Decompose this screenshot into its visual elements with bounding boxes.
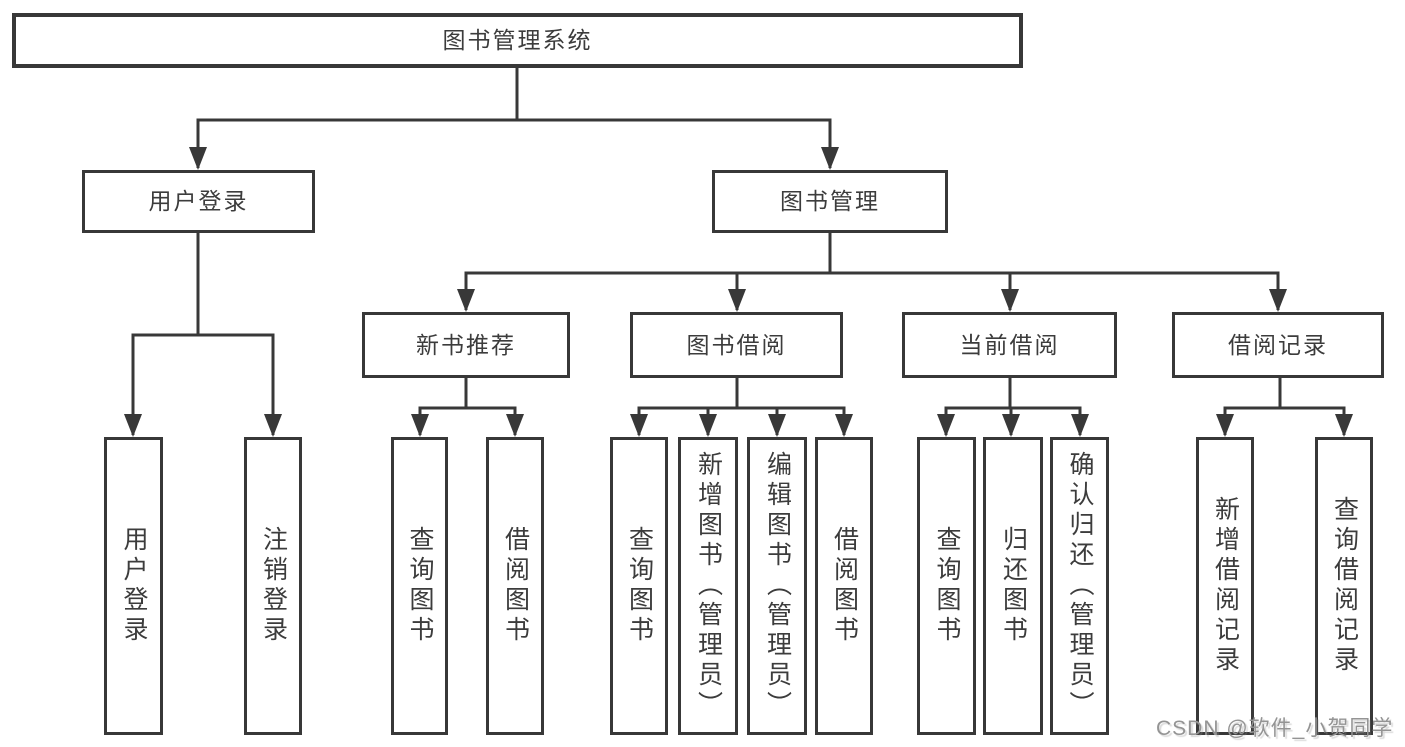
node-current-borrowing: 当前借阅 xyxy=(902,312,1117,378)
node-new-book-recommendation: 新书推荐 xyxy=(362,312,570,378)
leaf-logout: 注销登录 xyxy=(244,437,302,735)
node-book-management: 图书管理 xyxy=(712,170,948,233)
leaf-query-books-under-recommendation: 查询图书 xyxy=(391,437,448,735)
leaf-query-books-under-borrowing: 查询图书 xyxy=(610,437,668,735)
node-book-borrowing: 图书借阅 xyxy=(630,312,843,378)
csdn-watermark: CSDN @软件_小贺同学 xyxy=(1156,717,1394,740)
leaf-borrow-books-under-recommendation: 借阅图书 xyxy=(486,437,544,735)
leaf-add-borrowing-record: 新增借阅记录 xyxy=(1196,437,1254,735)
leaf-edit-books-admin: 编辑图书（管理员） xyxy=(747,437,807,735)
node-borrowing-records: 借阅记录 xyxy=(1172,312,1384,378)
leaf-add-books-admin: 新增图书（管理员） xyxy=(678,437,738,735)
node-library-management-system: 图书管理系统 xyxy=(12,13,1023,68)
leaf-return-books: 归还图书 xyxy=(983,437,1043,735)
leaf-confirm-return-admin: 确认归还（管理员） xyxy=(1050,437,1109,735)
leaf-borrow-books-under-borrowing: 借阅图书 xyxy=(815,437,873,735)
node-user-login: 用户登录 xyxy=(82,170,315,233)
leaf-user-login: 用户登录 xyxy=(104,437,163,735)
leaf-query-borrowing-record: 查询借阅记录 xyxy=(1315,437,1373,735)
leaf-query-books-under-current: 查询图书 xyxy=(917,437,976,735)
